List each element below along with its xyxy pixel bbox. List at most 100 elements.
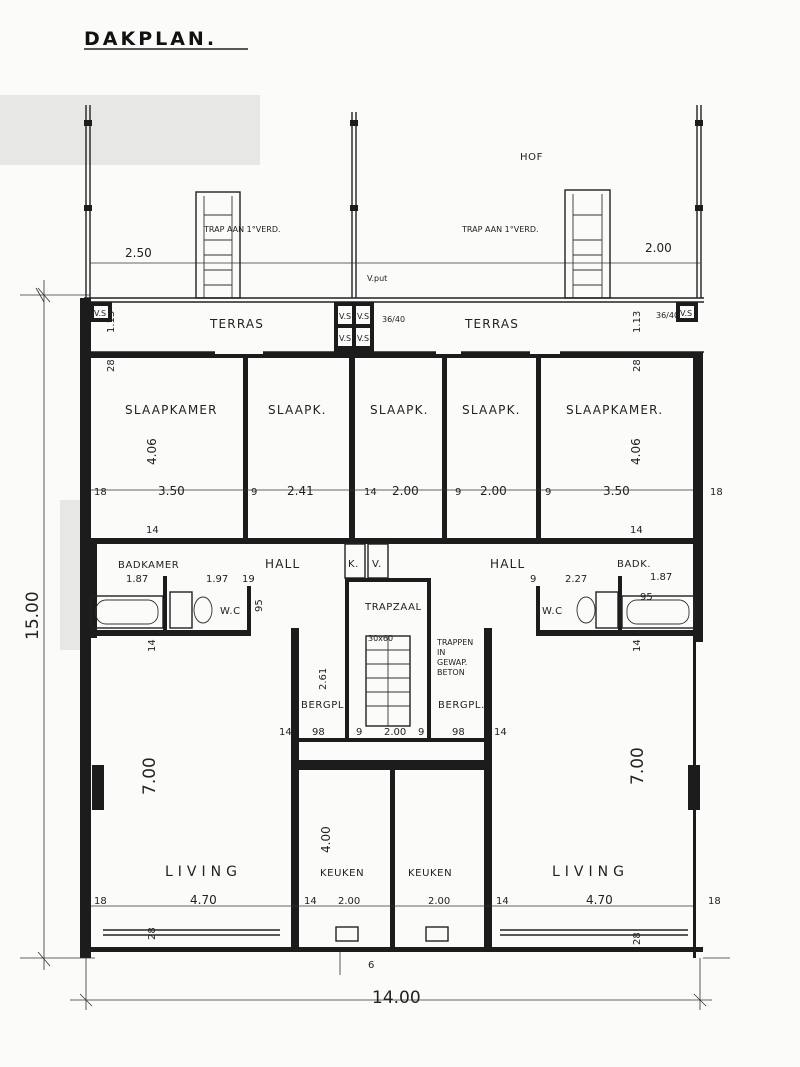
keuken-right-label: KEUKEN [408, 868, 452, 879]
terras-right-label: TERRAS [464, 317, 519, 331]
dim-400: 4.00 [319, 826, 333, 853]
slaapkamer-left-label: SLAAPKAMER [125, 403, 218, 417]
dim-18-a: 18 [94, 487, 107, 498]
dim-14-c: 14 [630, 525, 643, 536]
vent-shafts [90, 302, 698, 352]
vs-label-3: V.S [357, 312, 369, 321]
dim-250: 2.50 [125, 246, 152, 260]
dim-350-left: 3.50 [158, 484, 185, 498]
dim-200-e: 2.00 [428, 896, 450, 907]
dim-406-left: 4.06 [145, 438, 159, 465]
dim-6: 6 [368, 960, 374, 971]
vs-label-1: V.S [94, 309, 106, 318]
dim-1400: 14.00 [372, 988, 421, 1008]
dim-113-right: 1.13 [632, 311, 643, 333]
k-label: K. [348, 559, 359, 570]
bathroom-left [90, 544, 251, 636]
dim-28-b: 28 [147, 927, 158, 940]
bathroom-right [536, 576, 696, 636]
vs-label-2: V.S [339, 312, 351, 321]
hall-right-label: HALL [490, 557, 525, 571]
dim-197: 1.97 [206, 574, 228, 585]
dim-200-d: 2.00 [338, 896, 360, 907]
windows [92, 765, 700, 942]
vput-label: V.put [367, 274, 387, 283]
living-right-label: LIVING [552, 864, 629, 880]
dim-3640: 36/40 [382, 315, 405, 324]
dim-28-c: 28 [632, 932, 643, 945]
trap-right-label: TRAP AAN 1°VERD. [461, 225, 539, 234]
stairwell [291, 578, 492, 948]
dim-98-left: 98 [312, 727, 325, 738]
dim-261: 2.61 [318, 668, 329, 690]
dim-18-c: 18 [94, 896, 107, 907]
dim-14-e: 14 [632, 639, 643, 652]
trappen-label-1: TRAPPEN [436, 638, 473, 647]
grid-posts [84, 105, 703, 298]
badk-label: BADK. [617, 559, 651, 570]
dim-9-b: 9 [455, 487, 461, 498]
living-walls [91, 632, 395, 948]
dim-9-plus: 9 [530, 574, 536, 585]
dim-187-right: 1.87 [650, 572, 672, 583]
dim-95-right: 95 [640, 592, 653, 603]
hall-left-label: HALL [265, 557, 300, 571]
dim-241: 2.41 [287, 484, 314, 498]
living-left-label: LIVING [165, 864, 242, 880]
dim-9-e: 9 [418, 727, 424, 738]
slaapkamer-right-label: SLAAPKAMER. [566, 403, 663, 417]
dim-14-b: 14 [146, 525, 159, 536]
dim-14-i: 14 [496, 896, 509, 907]
trapzaal-label: TRAPZAAL [364, 602, 422, 613]
slaapk-3-label: SLAAPK. [370, 403, 429, 417]
plan-title: DAKPLAN. [84, 28, 217, 50]
bedroom-walls [80, 358, 703, 544]
dim-470-left: 4.70 [190, 893, 217, 907]
dim-95-left: 95 [254, 599, 265, 612]
dim-200-c: 2.00 [384, 727, 406, 738]
overall-dimensions [20, 280, 730, 1010]
wc-left-label: W.C [220, 606, 241, 617]
trappen-label-2: IN [437, 648, 445, 657]
bergpl-right-label: BERGPL. [438, 700, 485, 711]
dim-406-right: 4.06 [629, 438, 643, 465]
dim-200-a: 2.00 [392, 484, 419, 498]
dim-3060: 30x60 [368, 634, 393, 643]
dim-9-c: 9 [545, 487, 551, 498]
hof-label: HOF [520, 152, 543, 163]
dim-18-b: 18 [710, 487, 723, 498]
terras-left-label: TERRAS [209, 317, 264, 331]
trap-left-label: TRAP AAN 1°VERD. [203, 225, 281, 234]
dim-700-right: 7.00 [628, 747, 648, 785]
dim-187-left: 1.87 [126, 574, 148, 585]
dim-98-right: 98 [452, 727, 465, 738]
dim-14-h: 14 [304, 896, 317, 907]
keuken-left-label: KEUKEN [320, 868, 364, 879]
dim-9-d: 9 [356, 727, 362, 738]
dim-28-left: 28 [106, 359, 117, 372]
slaapk-4-label: SLAAPK. [462, 403, 521, 417]
trappen-label-4: BETON [437, 668, 465, 677]
dim-3640-right: 36/40 [656, 311, 679, 320]
dim-700-left: 7.00 [140, 757, 160, 795]
dim-19: 19 [242, 574, 255, 585]
badkamer-label: BADKAMER [118, 560, 179, 571]
v-label: V. [372, 559, 382, 570]
stair-top-left [195, 191, 241, 299]
bergpl-left-label: BERGPL [301, 700, 344, 711]
trappen-label-3: GEWAP. [437, 658, 467, 667]
vs-label-5: V.S [357, 334, 369, 343]
wc-right-label: W.C [542, 606, 563, 617]
dim-9-a: 9 [251, 487, 257, 498]
dim-200-b: 2.00 [480, 484, 507, 498]
dim-14-a: 14 [364, 487, 377, 498]
dim-470-right: 4.70 [586, 893, 613, 907]
dim-18-d: 18 [708, 896, 721, 907]
dim-14-d: 14 [147, 639, 158, 652]
vs-label-6: V.S [680, 309, 692, 318]
dim-28-right: 28 [632, 359, 643, 372]
dim-14-f: 14 [279, 727, 292, 738]
dim-1500: 15.00 [23, 591, 43, 640]
slaapk-2-label: SLAAPK. [268, 403, 327, 417]
